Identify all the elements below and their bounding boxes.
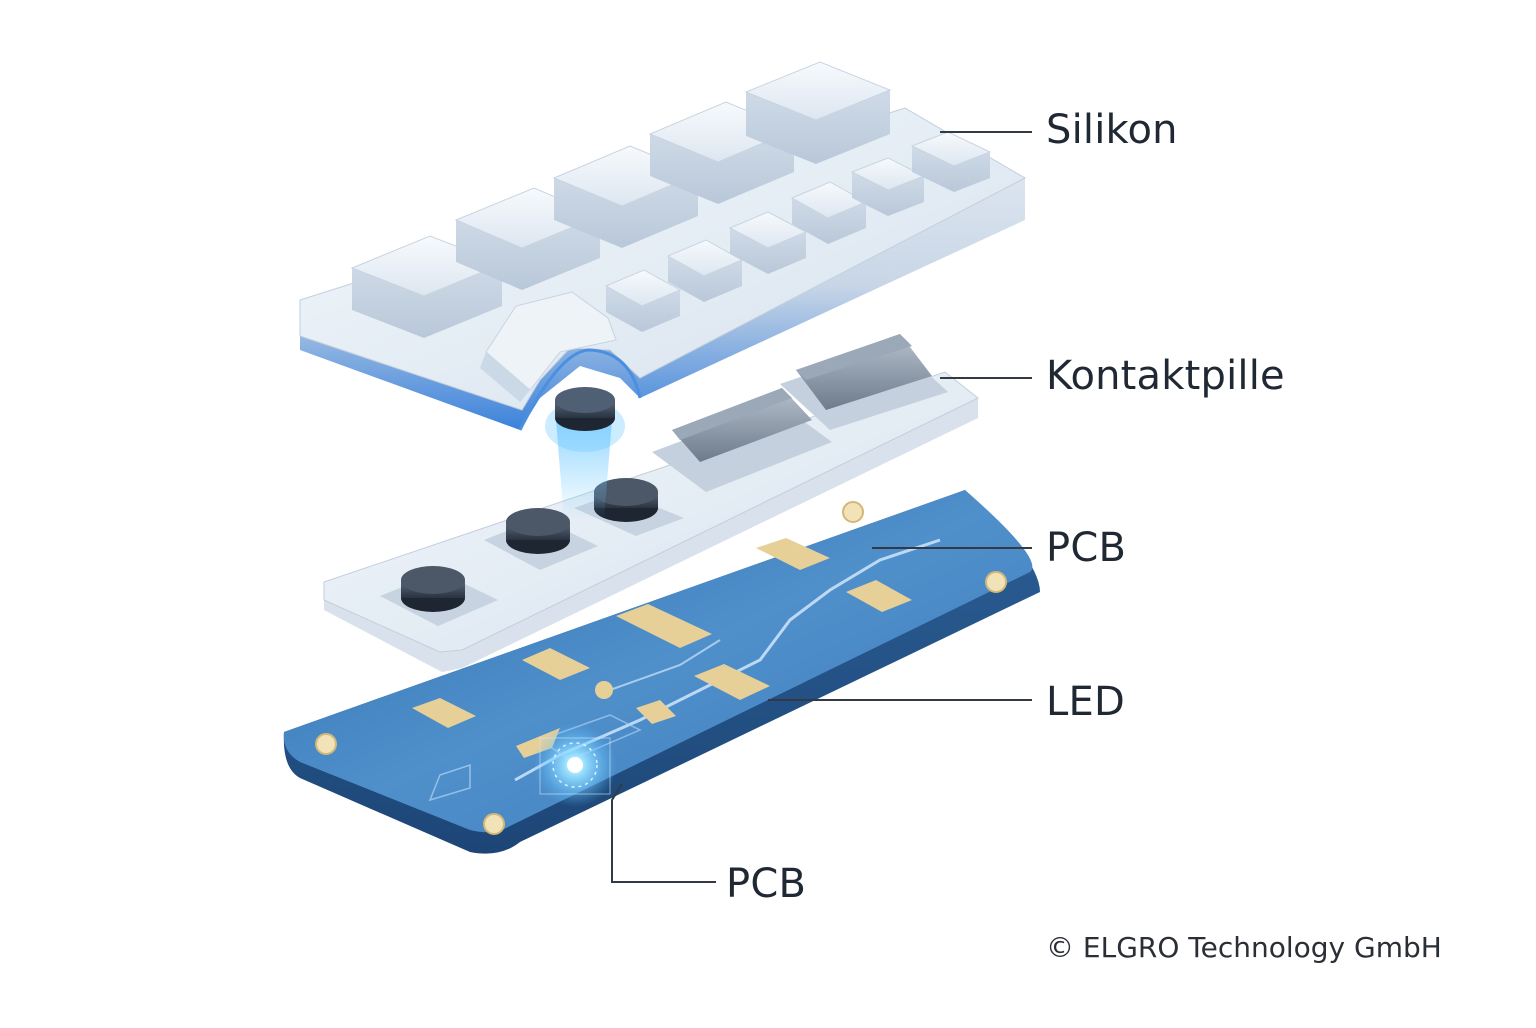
gold-pad bbox=[756, 538, 830, 570]
silicone-arched-key bbox=[480, 291, 617, 402]
silicone-key-small bbox=[728, 211, 808, 274]
gold-pad bbox=[616, 604, 712, 648]
light-beam bbox=[556, 420, 612, 520]
mounting-hole-icon bbox=[985, 571, 1007, 593]
mounting-hole-icon bbox=[483, 813, 505, 835]
glowing-led-icon bbox=[533, 723, 617, 807]
mounting-hole-icon bbox=[315, 733, 337, 755]
label-pcb-lower: PCB bbox=[726, 861, 807, 907]
pcb-layer bbox=[283, 490, 1040, 854]
gold-pad bbox=[595, 681, 613, 699]
contact-pill-icon bbox=[506, 508, 570, 554]
pcb-trace bbox=[428, 763, 471, 802]
silicone-key-small bbox=[910, 131, 992, 192]
label-kontaktpille: Kontaktpille bbox=[1046, 353, 1285, 399]
gold-pads bbox=[412, 538, 912, 758]
pcb-top bbox=[283, 490, 1033, 833]
mounting-hole-icon bbox=[842, 501, 864, 523]
silicone-key bbox=[744, 61, 892, 164]
grey-contact-pad bbox=[652, 388, 832, 492]
pcb-trace bbox=[609, 639, 721, 691]
copyright-notice: © ELGRO Technology GmbH bbox=[1046, 931, 1442, 964]
gold-pad bbox=[412, 698, 476, 728]
contact-pill-icon bbox=[594, 478, 658, 522]
silicone-key-small bbox=[666, 239, 744, 302]
leader-line-pcb-lower bbox=[611, 783, 716, 883]
silicone-key-small bbox=[604, 269, 682, 332]
gold-pad bbox=[636, 700, 676, 724]
mounting-holes bbox=[315, 501, 1007, 835]
grey-contact-pad bbox=[780, 334, 948, 430]
contact-pill-icon bbox=[401, 566, 465, 612]
leader-lines bbox=[611, 131, 1032, 883]
silicone-arch-edge bbox=[518, 348, 642, 431]
gold-pad bbox=[694, 664, 770, 700]
gold-pad bbox=[846, 580, 912, 612]
floating-contact-pill-icon bbox=[545, 387, 625, 452]
label-silikon: Silikon bbox=[1046, 107, 1178, 153]
label-pcb-upper: PCB bbox=[1046, 525, 1127, 571]
silicone-key-small bbox=[790, 181, 868, 244]
gold-pad bbox=[522, 648, 590, 680]
label-led: LED bbox=[1046, 679, 1125, 725]
silicone-keypad-layer bbox=[299, 61, 1027, 431]
